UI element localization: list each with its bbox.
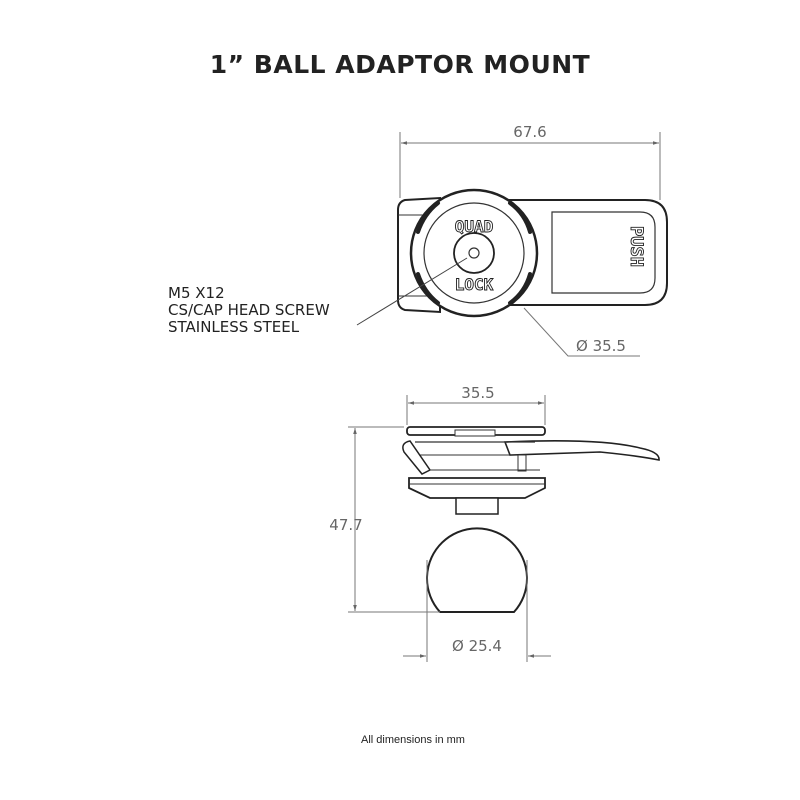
puck-diameter-dimension: Ø 35.5 xyxy=(576,337,626,355)
ball-diameter-dimension: Ø 25.4 xyxy=(452,637,502,655)
logo-quad: QUAD xyxy=(455,217,494,236)
diameter-leader xyxy=(523,307,640,357)
ball xyxy=(426,527,528,613)
callout-line: STAINLESS STEEL xyxy=(168,318,300,336)
side-width-dimension: 35.5 xyxy=(461,384,494,402)
logo-lock: LOCK xyxy=(455,275,494,294)
callout-line: CS/CAP HEAD SCREW xyxy=(168,301,330,319)
height-dimension: 47.7 xyxy=(329,516,362,534)
screw-leader xyxy=(356,257,468,326)
base-plate xyxy=(408,477,546,499)
page-title: 1” BALL ADAPTOR MOUNT xyxy=(209,50,591,79)
push-label: PUSH xyxy=(626,226,646,267)
width-dimension: 67.6 xyxy=(513,123,546,141)
ball-neck xyxy=(455,497,499,515)
screw-callout: M5 X12 CS/CAP HEAD SCREW STAINLESS STEEL xyxy=(168,285,330,336)
side-lever xyxy=(503,440,660,461)
footer-note: All dimensions in mm xyxy=(361,734,465,746)
callout-line: M5 X12 xyxy=(168,284,225,302)
side-view: 35.5 47.7 Ø 25.4 xyxy=(329,384,660,662)
top-view: 67.6 PUSH QUAD LOCK Ø 35.5 xyxy=(356,123,668,357)
